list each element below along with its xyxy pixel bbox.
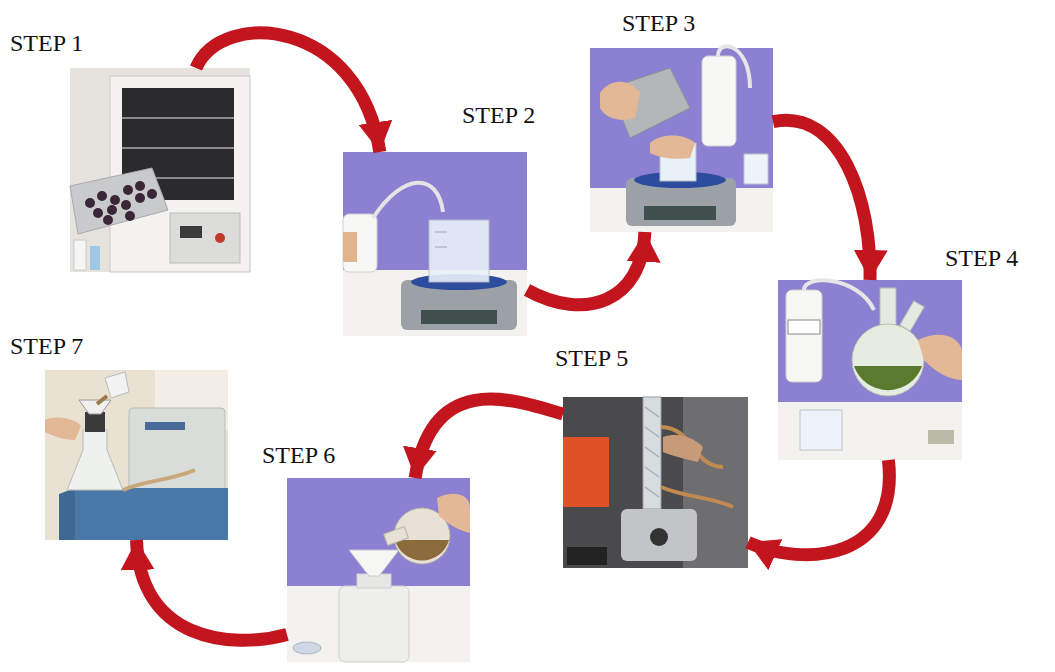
step-label: STEP 7 [10,333,83,359]
filtration-photo [45,370,228,540]
weighing-photo [590,46,773,232]
step-label: STEP 4 [945,245,1018,271]
step-photo: STEP 6 [287,478,470,662]
curved-arrow [527,232,645,305]
step-label: STEP 6 [262,442,335,468]
curved-arrow [196,33,380,152]
step-label: STEP 5 [555,345,628,371]
flask-photo [778,280,962,460]
step-photo: STEP 3 [590,48,773,232]
curved-arrow [748,460,889,555]
curved-arrow [137,540,288,640]
curved-arrow [415,399,563,478]
step-photo: STEP 5 [563,397,748,568]
step-label: STEP 3 [622,10,695,36]
step-photo: STEP 1 [70,68,250,272]
step-photo: STEP 2 [343,152,527,336]
step-label: STEP 1 [10,30,83,56]
pouring-photo [287,478,470,662]
step-photo: STEP 4 [778,280,962,460]
balance-photo [343,152,527,336]
reflux-photo [563,397,748,568]
oven-photo [70,68,250,272]
step-label: STEP 2 [462,102,535,128]
curved-arrow [773,120,870,280]
step-photo: STEP 7 [45,370,228,540]
